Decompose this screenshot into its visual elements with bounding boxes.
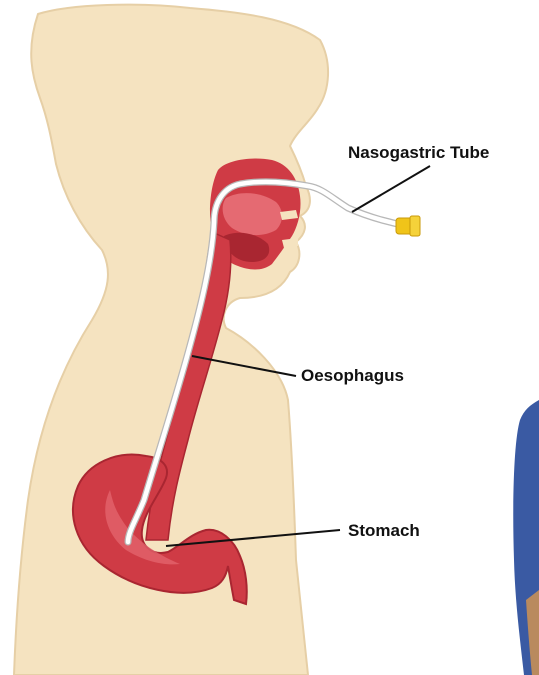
oesophagus-label: Oesophagus xyxy=(301,366,404,386)
nasogastric-tube-leader-line xyxy=(352,166,430,212)
nasogastric-tube-connector-icon xyxy=(396,216,420,236)
nasogastric-tube-label: Nasogastric Tube xyxy=(348,143,489,163)
stomach-label: Stomach xyxy=(348,521,420,541)
